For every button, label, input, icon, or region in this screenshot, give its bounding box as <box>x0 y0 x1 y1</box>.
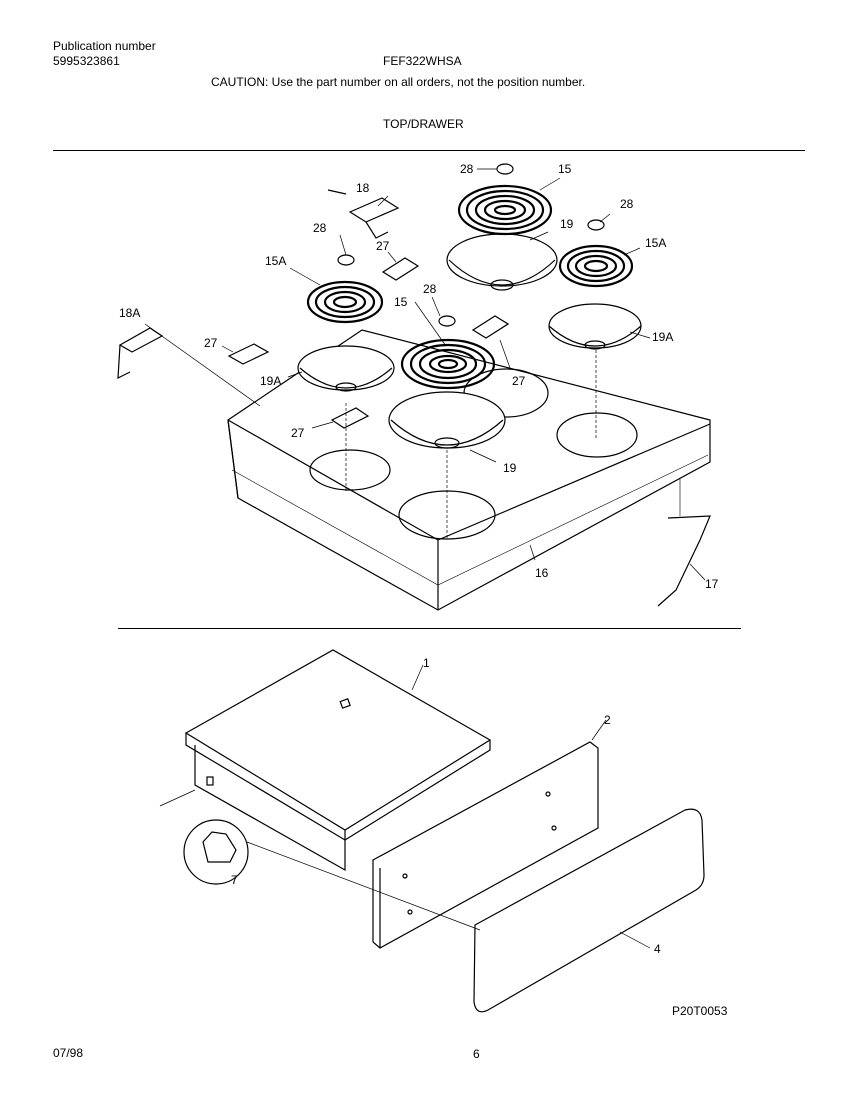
callout-15: 15 <box>394 295 408 309</box>
section-title: TOP/DRAWER <box>383 117 464 131</box>
drip-pan-19-back <box>446 233 558 291</box>
callout-17: 17 <box>705 577 719 591</box>
drip-pan-19-front <box>388 391 506 449</box>
callout-19: 19 <box>503 461 517 475</box>
drawer-front-4 <box>473 808 705 1013</box>
support-rod-17 <box>657 478 711 607</box>
callout-28: 28 <box>423 282 437 296</box>
callout-15: 15 <box>558 162 572 176</box>
caution-note: CAUTION: Use the part number on all orde… <box>211 75 586 89</box>
callout-28: 28 <box>313 221 327 235</box>
callout-7: 7 <box>231 873 238 887</box>
leader-lines-top <box>144 168 706 581</box>
callout-18A: 18A <box>119 306 140 320</box>
page-number: 6 <box>473 1047 480 1061</box>
leader-lines-drawer <box>411 664 651 949</box>
surface-element-15-front <box>400 338 496 390</box>
surface-element-15A-left <box>306 280 384 324</box>
bracket-18A <box>117 327 164 380</box>
drawer-glide-detail-7 <box>159 789 481 931</box>
receptacles-27 <box>227 257 510 429</box>
cooktop-panel <box>227 329 711 611</box>
revision-date: 07/98 <box>53 1046 84 1060</box>
callout-27: 27 <box>512 374 526 388</box>
callout-27: 27 <box>291 426 305 440</box>
callout-27: 27 <box>204 336 218 350</box>
callout-19: 19 <box>560 217 574 231</box>
top-divider <box>53 150 805 151</box>
drawer-body-1 <box>184 649 492 872</box>
callout-19A: 19A <box>260 374 281 388</box>
middle-divider <box>118 628 741 629</box>
callout-labels: 28 15 18 19 28 28 27 15A 15A 28 15 18A 2… <box>119 162 719 956</box>
publication-label: Publication number <box>53 39 156 53</box>
callout-18: 18 <box>356 181 370 195</box>
callout-15A: 15A <box>265 254 286 268</box>
callout-1: 1 <box>423 656 430 670</box>
bracket-18 <box>327 189 400 239</box>
drip-pan-19A-right <box>548 303 642 350</box>
diagram-code: P20T0053 <box>672 1004 728 1018</box>
callout-15A: 15A <box>645 236 666 250</box>
callout-16: 16 <box>535 566 549 580</box>
surface-element-15A-right <box>558 244 634 288</box>
callout-27: 27 <box>376 239 390 253</box>
callout-28: 28 <box>620 197 634 211</box>
surface-element-15-back <box>457 184 553 236</box>
callout-28: 28 <box>460 162 474 176</box>
drip-pan-19A-left <box>297 345 395 392</box>
drawer-panel-2 <box>372 741 599 949</box>
callout-2: 2 <box>604 713 611 727</box>
callout-4: 4 <box>654 942 661 956</box>
model-number: FEF322WHSA <box>383 54 462 68</box>
publication-number: 5995323861 <box>53 54 120 68</box>
callout-19A: 19A <box>652 330 673 344</box>
